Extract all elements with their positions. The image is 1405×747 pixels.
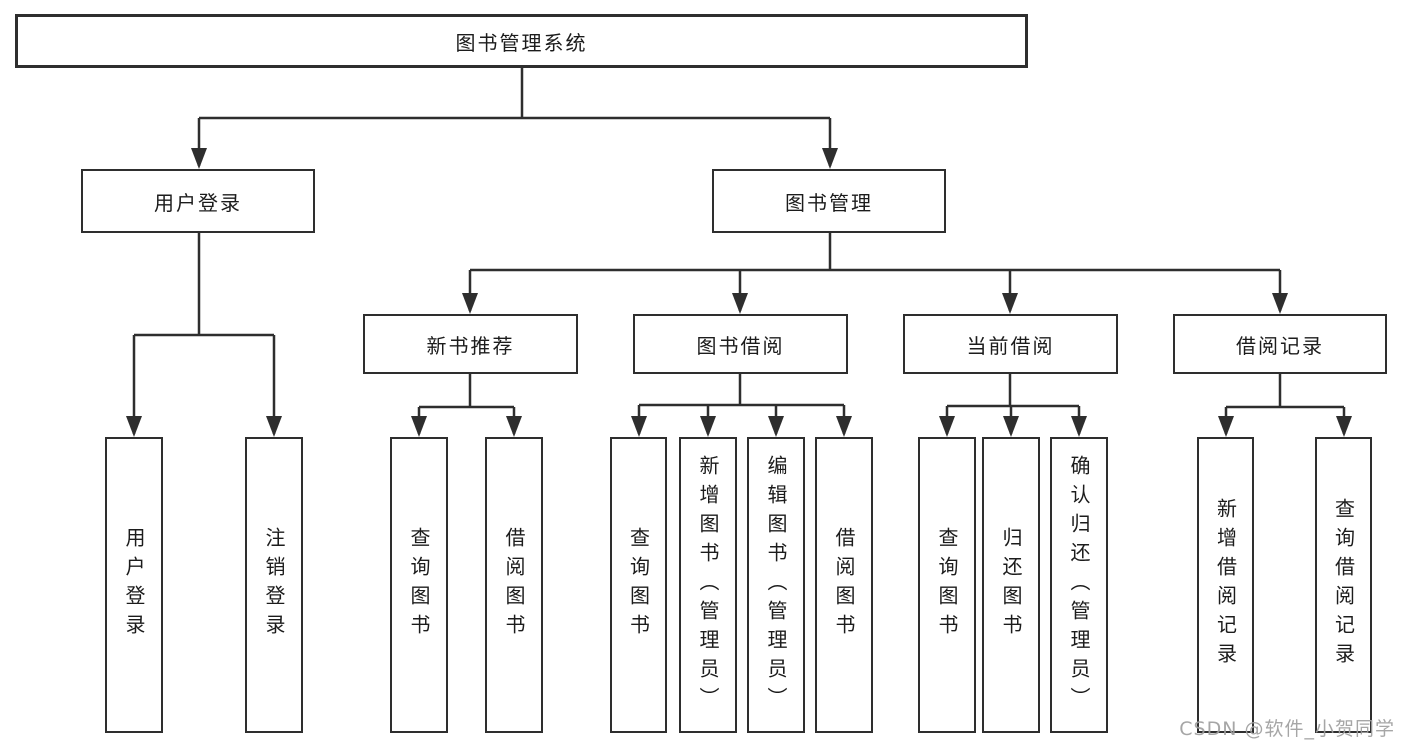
node-label: 借阅图书	[502, 527, 526, 643]
node-label: 归还图书	[999, 527, 1023, 643]
node-book-management: 图书管理	[712, 169, 946, 233]
node-label: 确认归还（管理员）	[1067, 454, 1091, 716]
node-label: 图书管理系统	[455, 30, 588, 55]
leaf-logout: 注销登录	[245, 437, 303, 733]
node-label: 借阅记录	[1236, 333, 1324, 358]
leaf-return-books: 归还图书	[982, 437, 1040, 733]
node-label: 图书管理	[785, 190, 873, 215]
leaf-borrow-books: 借阅图书	[815, 437, 873, 733]
node-book-borrowing: 图书借阅	[633, 314, 848, 374]
node-label: 新增借阅记录	[1213, 498, 1238, 672]
node-new-book-recommend: 新书推荐	[363, 314, 578, 374]
node-label: 当前借阅	[966, 333, 1055, 358]
node-borrow-records: 借阅记录	[1173, 314, 1387, 374]
leaf-recommend-query-books: 查询图书	[390, 437, 448, 733]
node-label: 用户登录	[122, 527, 146, 643]
watermark: CSDN @软件_小贺同学	[1179, 718, 1395, 740]
node-label: 查询图书	[935, 527, 959, 643]
leaf-borrowing-query-books: 查询图书	[610, 437, 667, 733]
leaf-user-login: 用户登录	[105, 437, 163, 733]
node-label: 新增图书（管理员）	[696, 454, 720, 716]
node-label: 用户登录	[154, 190, 242, 215]
node-label: 编辑图书（管理员）	[764, 454, 788, 716]
leaf-current-query-books: 查询图书	[918, 437, 976, 733]
node-label: 借阅图书	[832, 527, 856, 643]
leaf-query-borrow-record: 查询借阅记录	[1315, 437, 1372, 733]
node-label: 查询图书	[407, 527, 431, 643]
leaf-recommend-borrow-books: 借阅图书	[485, 437, 543, 733]
node-label: 查询借阅记录	[1331, 498, 1356, 672]
node-current-borrowing: 当前借阅	[903, 314, 1118, 374]
leaf-confirm-return-admin: 确认归还（管理员）	[1050, 437, 1108, 733]
node-label: 查询图书	[626, 527, 651, 643]
leaf-edit-books-admin: 编辑图书（管理员）	[747, 437, 805, 733]
node-root: 图书管理系统	[15, 14, 1028, 68]
node-user-login: 用户登录	[81, 169, 315, 233]
leaf-add-borrow-record: 新增借阅记录	[1197, 437, 1254, 733]
node-label: 图书借阅	[696, 333, 785, 358]
node-label: 新书推荐	[426, 333, 515, 358]
leaf-add-books-admin: 新增图书（管理员）	[679, 437, 737, 733]
node-label: 注销登录	[262, 527, 286, 643]
